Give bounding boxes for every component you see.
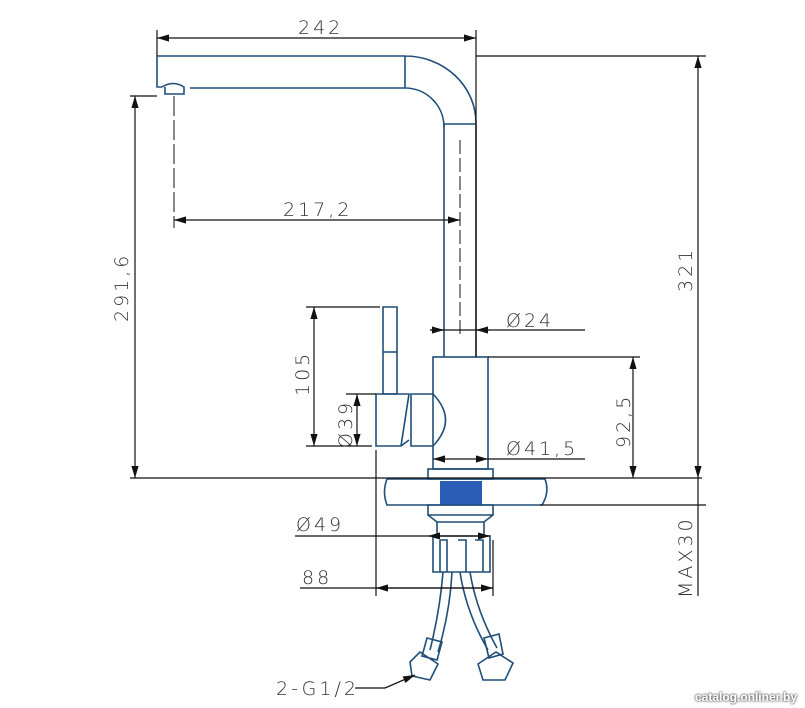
- dim-max30: MAX30: [675, 516, 697, 598]
- aerator: [161, 82, 185, 95]
- dimension-lines: [130, 30, 706, 689]
- spout: [156, 55, 477, 128]
- dim-88: 88: [302, 567, 332, 589]
- dim-291-6: 291,6: [111, 253, 133, 322]
- thread: [440, 481, 482, 505]
- dim-217-2: 217,2: [283, 199, 352, 221]
- dim-d41-5: Ø41,5: [506, 438, 578, 460]
- mount-comb: [432, 535, 491, 573]
- watermark: catalog.onliner.by: [694, 690, 797, 704]
- faucet-outline: [156, 55, 548, 681]
- dim-92-5: 92,5: [613, 394, 635, 448]
- handle-lever: [382, 306, 398, 395]
- dim-321: 321: [675, 247, 697, 292]
- dim-d24: Ø24: [506, 310, 554, 332]
- hose-nut-left: [409, 637, 443, 681]
- hose-nut-right: [477, 633, 515, 681]
- hose-left: [429, 571, 453, 653]
- label-hose-connection: 2-G1/2: [276, 678, 359, 700]
- hose-right: [459, 571, 498, 651]
- handle: [375, 393, 447, 447]
- body: [432, 356, 489, 470]
- dim-d49: Ø49: [296, 514, 344, 536]
- dim-d39: Ø39: [335, 400, 357, 448]
- dim-242: 242: [298, 17, 343, 39]
- mount-nut: [427, 504, 494, 536]
- dim-105: 105: [292, 351, 314, 396]
